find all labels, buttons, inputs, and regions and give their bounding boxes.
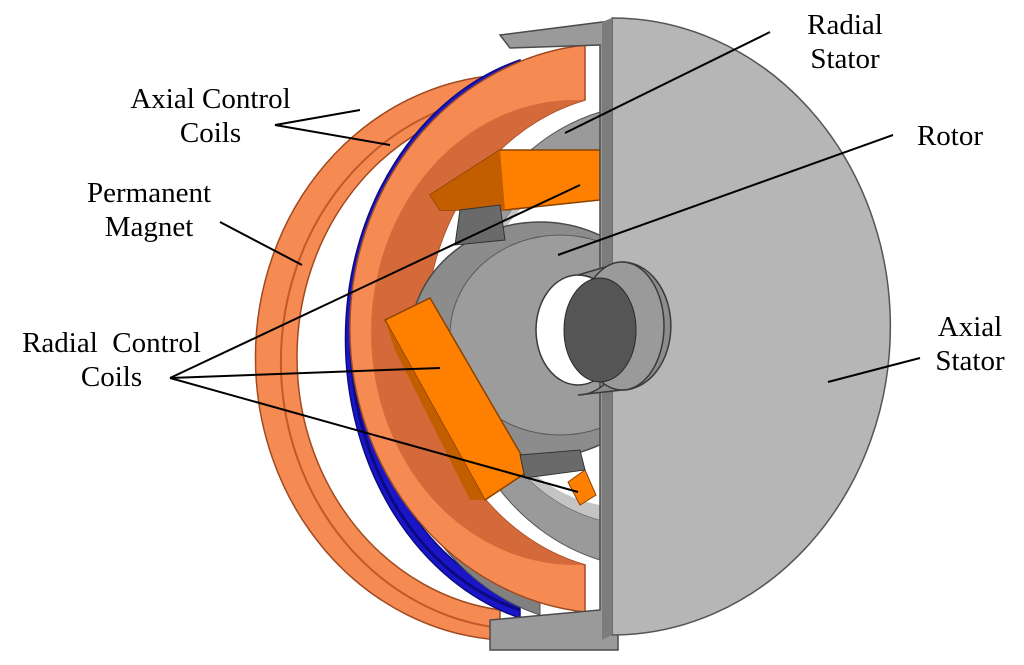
radial-coil-top-side bbox=[430, 150, 505, 210]
leader-axial-coils-b bbox=[274, 124, 391, 146]
leader-radial-coils-c bbox=[169, 377, 579, 493]
label-axial-control-coils-line2: Coils bbox=[179, 117, 242, 149]
leader-radial-coils-b bbox=[169, 367, 441, 379]
label-axial-stator: Axial Stator bbox=[920, 310, 1020, 378]
axial-coil-outer-edge bbox=[279, 94, 501, 629]
radial-stator-tooth-bottom bbox=[519, 449, 586, 479]
label-radial-control-coils: Radial Control Coils bbox=[4, 326, 219, 394]
radial-coil-left-side bbox=[385, 320, 485, 500]
leader-permanent-magnet bbox=[219, 221, 303, 266]
label-axial-control-coils: Axial Control Coils bbox=[118, 82, 303, 150]
rotor-hub-inner bbox=[563, 277, 637, 383]
axial-stator-disc bbox=[611, 17, 892, 636]
leader-radial-coils-a bbox=[169, 184, 581, 379]
label-rotor: Rotor bbox=[895, 119, 1005, 153]
label-rotor-line1: Rotor bbox=[916, 120, 984, 152]
label-permanent-magnet: Permanent Magnet bbox=[78, 176, 220, 244]
radial-stator-tooth-top bbox=[454, 204, 506, 246]
label-permanent-magnet-line2: Magnet bbox=[104, 211, 194, 243]
radial-coil-bottom-small bbox=[567, 469, 597, 506]
label-axial-stator-line1: Axial bbox=[937, 311, 1003, 343]
leader-axial-coils-a bbox=[274, 109, 361, 126]
label-radial-control-coils-line2: Coils bbox=[80, 361, 143, 393]
label-radial-stator-line2: Stator bbox=[810, 43, 880, 75]
label-axial-control-coils-line1: Axial Control bbox=[130, 83, 291, 115]
label-permanent-magnet-line1: Permanent bbox=[86, 177, 211, 209]
leader-rotor bbox=[557, 134, 894, 256]
leader-lines bbox=[169, 31, 921, 493]
label-radial-stator-line1: Radial bbox=[807, 9, 883, 41]
leader-axial-stator bbox=[827, 357, 921, 383]
label-radial-stator: Radial Stator bbox=[785, 8, 905, 76]
label-radial-control-coils-line1: Radial Control bbox=[22, 327, 201, 359]
leader-radial-stator bbox=[564, 31, 771, 134]
label-axial-stator-line2: Stator bbox=[935, 345, 1005, 377]
